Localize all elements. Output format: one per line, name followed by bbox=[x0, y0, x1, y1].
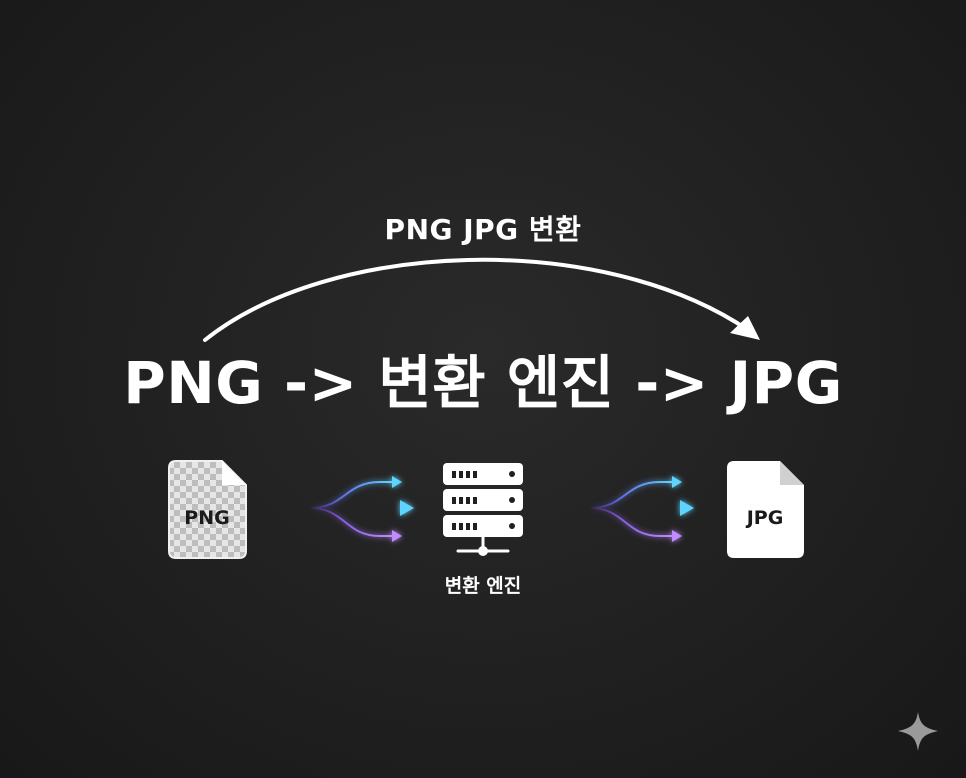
png-file-label: PNG bbox=[184, 507, 229, 529]
jpg-file-label: JPG bbox=[745, 507, 784, 529]
headline: PNG -> 변환 엔진 -> JPG bbox=[123, 349, 843, 417]
flow-lines-right bbox=[548, 476, 694, 542]
arc-arrow bbox=[203, 257, 760, 342]
png-file-icon bbox=[168, 460, 247, 559]
server-icon bbox=[443, 463, 523, 556]
flow-lines-left bbox=[270, 476, 414, 542]
sparkle-icon bbox=[898, 712, 938, 751]
jpg-file-icon bbox=[727, 461, 804, 558]
engine-caption: 변환 엔진 bbox=[444, 575, 522, 597]
arc-label: PNG JPG 변환 bbox=[384, 213, 582, 246]
